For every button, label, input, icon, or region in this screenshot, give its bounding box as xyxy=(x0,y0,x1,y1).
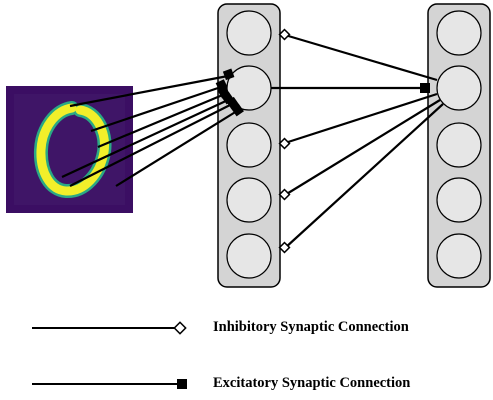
layer-1-neuron-5 xyxy=(226,233,272,279)
inhibitory-marker xyxy=(278,188,291,201)
layer-2-neuron-4 xyxy=(436,177,482,223)
layer-connections xyxy=(271,33,444,249)
excitatory-marker xyxy=(231,103,244,117)
input-connection-4 xyxy=(61,99,229,178)
layer-1-neuron-4 xyxy=(226,177,272,223)
layer-synapse-markers xyxy=(278,28,430,254)
inhibitory-connection-4 xyxy=(284,99,441,196)
layer-1-neuron-1 xyxy=(226,10,272,56)
input-connections xyxy=(61,74,238,187)
excitatory-marker xyxy=(222,68,235,81)
input-synapse-markers xyxy=(215,68,244,117)
inhibitory-connection-1 xyxy=(284,33,438,82)
inhibitory-marker xyxy=(278,137,291,150)
layer-2-neuron-1 xyxy=(436,10,482,56)
layer-2-neuron-2 xyxy=(436,65,482,111)
input-connection-2 xyxy=(90,84,225,133)
legend-excitatory-label: Excitatory Synaptic Connection xyxy=(213,375,411,391)
inhibitory-connection-5 xyxy=(284,103,444,249)
layer-1-neuron-3 xyxy=(226,122,272,168)
input-connection-3 xyxy=(97,92,226,149)
inhibitory-marker xyxy=(278,241,291,254)
legend-excitatory-symbol xyxy=(32,379,187,389)
input-digit-image xyxy=(6,86,133,213)
input-connection-6 xyxy=(115,110,238,187)
layer-2-neuron-3 xyxy=(436,122,482,168)
layer-2-neuron-5 xyxy=(436,233,482,279)
input-connection-1 xyxy=(69,74,229,108)
inhibitory-marker xyxy=(278,28,291,41)
excitatory-marker xyxy=(420,83,430,93)
inhibitory-connection-3 xyxy=(284,92,438,145)
legend-inhibitory-symbol xyxy=(32,321,187,335)
input-connection-5 xyxy=(69,103,233,187)
layer-2 xyxy=(427,3,491,288)
layer-1 xyxy=(217,3,281,288)
legend-inhibitory-label: Inhibitory Synaptic Connection xyxy=(213,319,409,335)
